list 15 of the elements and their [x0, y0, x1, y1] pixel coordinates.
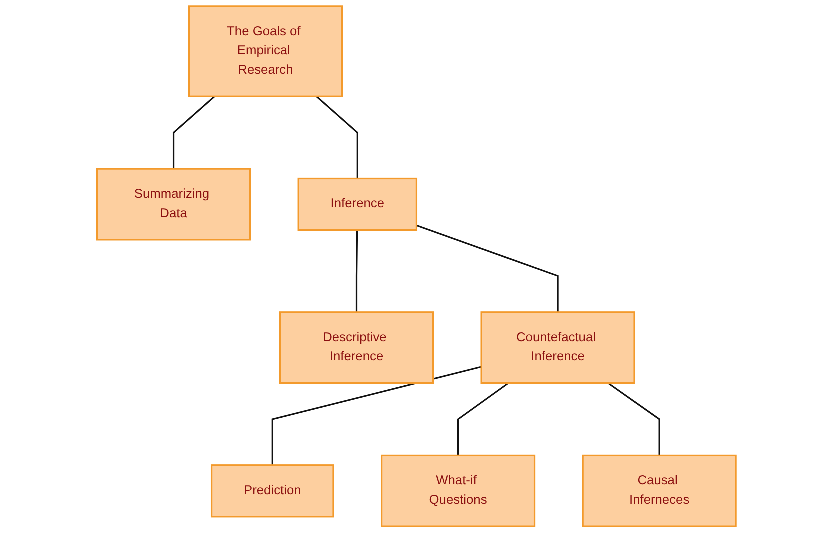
node-box: Countefactual Inference	[481, 312, 636, 384]
node-box: What-if Questions	[381, 454, 536, 528]
connector	[416, 224, 560, 312]
node-box: Inference	[298, 178, 418, 232]
node-box: Prediction	[211, 464, 335, 518]
connector	[356, 230, 358, 312]
connector	[458, 382, 510, 456]
connector	[608, 382, 661, 456]
connector	[173, 96, 216, 170]
node-box: Causal Inferneces	[582, 454, 738, 528]
node-box: Summarizing Data	[96, 168, 252, 241]
connector	[316, 96, 359, 179]
node-box: Descriptive Inference	[280, 312, 434, 384]
node-box: The Goals of Empirical Research	[188, 6, 344, 98]
connector	[272, 366, 482, 466]
